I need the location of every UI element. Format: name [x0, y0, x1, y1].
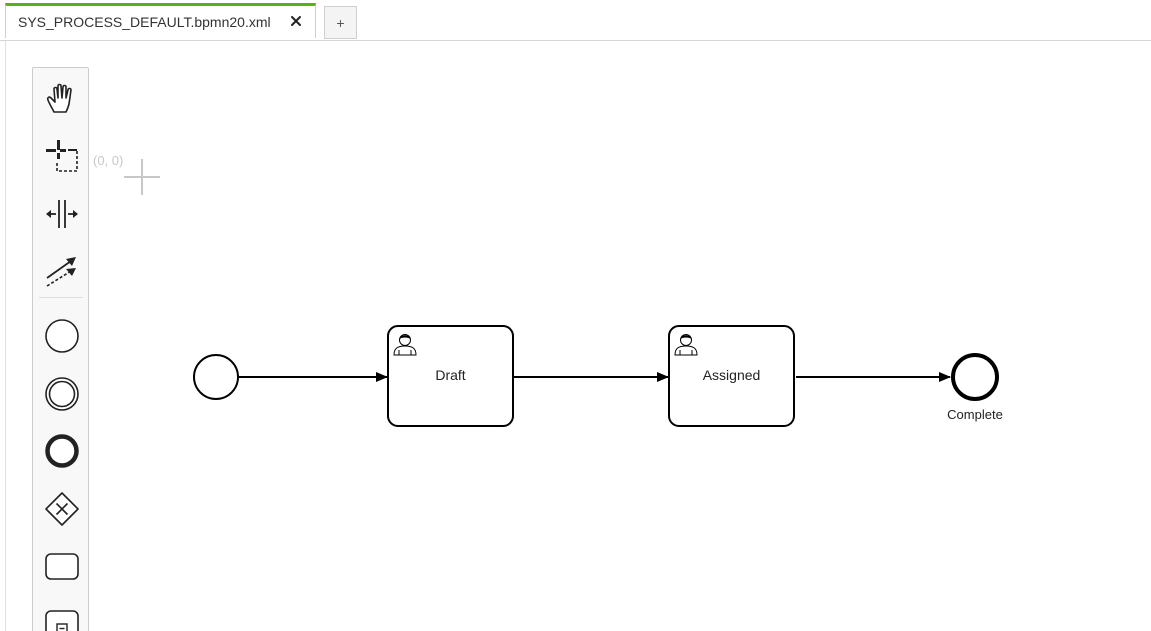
task-assigned[interactable] — [668, 325, 795, 427]
task-label-draft: Draft — [435, 367, 466, 383]
tool-palette — [32, 67, 89, 631]
user-icon — [393, 334, 417, 356]
origin-marker — [124, 159, 160, 195]
add-tab-button[interactable]: + — [324, 6, 357, 39]
space-icon — [46, 200, 78, 228]
create-subprocess[interactable] — [40, 600, 84, 631]
lasso-icon — [46, 140, 78, 172]
palette-separator — [39, 297, 83, 298]
create-end-event[interactable] — [40, 428, 84, 474]
hand-icon — [46, 83, 72, 113]
hand-tool[interactable] — [40, 76, 84, 122]
end-event-label: Complete — [947, 407, 1003, 422]
space-tool[interactable] — [40, 191, 84, 237]
lasso-tool[interactable] — [40, 133, 84, 179]
create-exclusive-gateway[interactable] — [40, 486, 84, 532]
global-connect-tool[interactable] — [40, 248, 84, 294]
task-icon — [45, 553, 79, 580]
close-icon[interactable] — [289, 14, 303, 28]
user-icon — [674, 334, 698, 356]
end-event-icon — [45, 434, 79, 468]
tab-bar: SYS_PROCESS_DEFAULT.bpmn20.xml + — [0, 0, 1151, 41]
start-event-icon — [45, 319, 79, 353]
connect-icon — [46, 257, 76, 287]
create-task[interactable] — [40, 543, 84, 589]
create-intermediate-event[interactable] — [40, 371, 84, 417]
diagram-canvas[interactable] — [5, 41, 1151, 631]
start-event[interactable] — [193, 354, 239, 400]
subprocess-icon — [45, 610, 79, 631]
create-start-event[interactable] — [40, 313, 84, 359]
task-draft[interactable] — [387, 325, 514, 427]
end-event-complete[interactable] — [951, 353, 999, 401]
intermediate-event-icon — [45, 377, 79, 411]
task-label-assigned: Assigned — [702, 367, 761, 383]
tab-label: SYS_PROCESS_DEFAULT.bpmn20.xml — [18, 14, 271, 30]
tab-process-file[interactable]: SYS_PROCESS_DEFAULT.bpmn20.xml — [5, 3, 316, 38]
origin-label: (0, 0) — [93, 153, 124, 168]
gateway-icon — [45, 492, 79, 526]
